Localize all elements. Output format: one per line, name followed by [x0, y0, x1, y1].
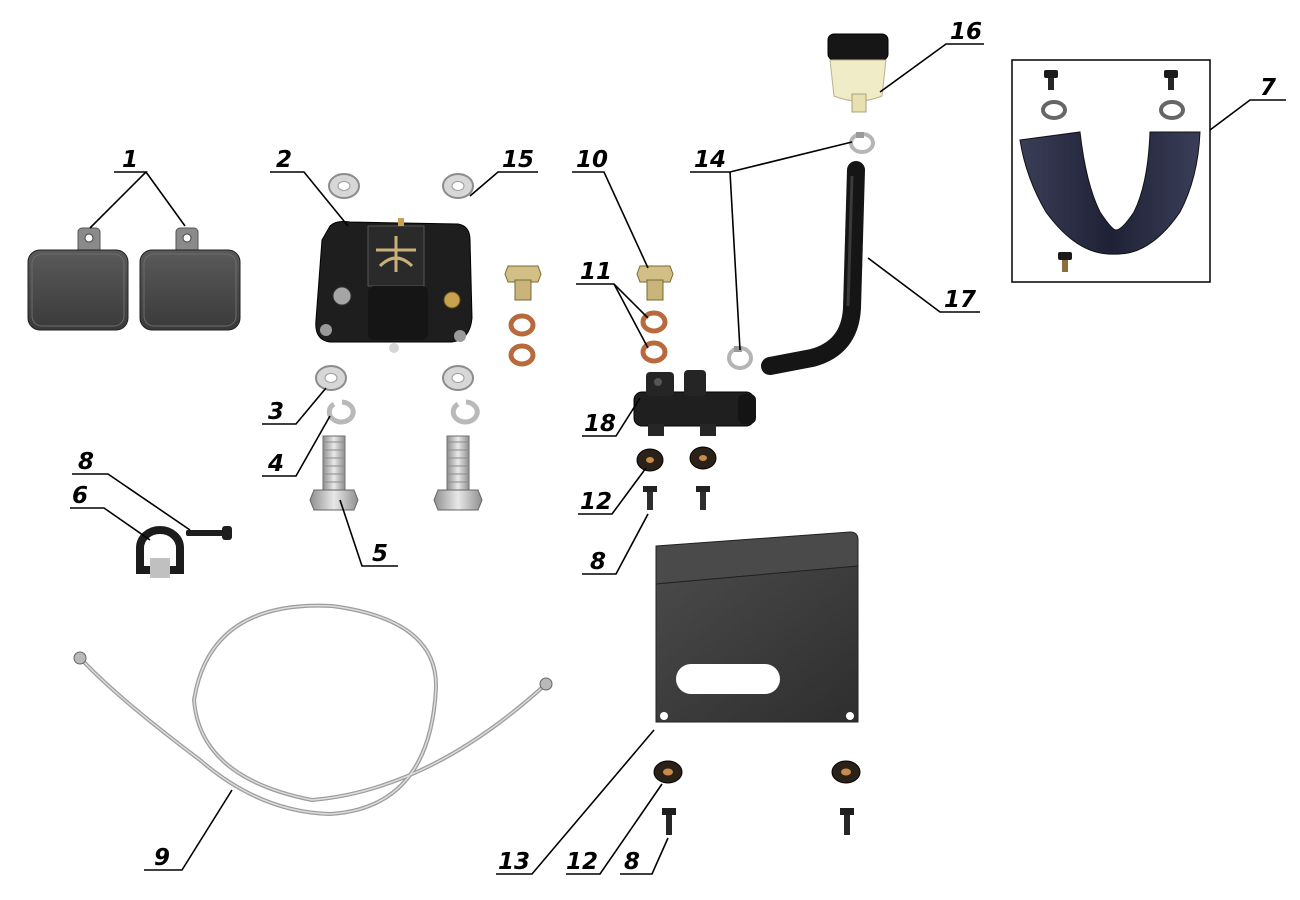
callout-16: 16 [950, 19, 982, 45]
caliper-bolt-left [309, 435, 359, 511]
guard-washer-right [1159, 100, 1185, 120]
screw-clamp [186, 526, 232, 540]
callout-12b: 12 [566, 849, 598, 875]
callout-8a: 8 [78, 449, 94, 475]
callout-numbers: 1 2 15 3 4 5 6 8 9 10 11 12 8 18 14 16 1… [72, 19, 1276, 875]
leader-8a [72, 473, 191, 531]
screw-plate-right [840, 808, 854, 835]
callout-11: 11 [580, 259, 612, 285]
leader-12b [566, 783, 663, 875]
callout-7: 7 [1260, 75, 1276, 101]
leader-14b [729, 171, 741, 351]
leader-15 [469, 171, 538, 197]
callout-5: 5 [372, 541, 388, 567]
leader-lines [70, 43, 1286, 875]
leader-1 [89, 171, 148, 229]
washer-bottom-right [442, 365, 474, 391]
screw-plate-left [662, 808, 676, 835]
leader-5 [339, 499, 398, 567]
callout-1: 1 [122, 147, 138, 173]
callout-4: 4 [267, 451, 284, 477]
leader-8b [582, 513, 649, 575]
leader-7 [1209, 99, 1286, 131]
leader-10 [572, 171, 649, 269]
callout-10: 10 [576, 147, 608, 173]
leader-11 [576, 283, 649, 319]
callout-15: 15 [502, 147, 534, 173]
guard-washer-left [1041, 100, 1067, 120]
callout-2: 2 [276, 147, 292, 173]
leader-3 [262, 387, 327, 425]
guard-bolt-left [1044, 70, 1058, 90]
callout-14: 14 [694, 147, 726, 173]
copper-washer-caliper-1 [508, 313, 536, 337]
braided-brake-line [73, 603, 553, 817]
leader-1b [145, 171, 186, 227]
callout-9: 9 [154, 845, 170, 871]
leader-18 [582, 397, 641, 437]
brake-pad-right [139, 227, 241, 331]
copper-washer-caliper-2 [508, 343, 536, 367]
master-cylinder [633, 370, 756, 436]
screw-mc-right [696, 486, 710, 510]
rubber-washer-mc-left [636, 448, 664, 472]
callout-12a: 12 [580, 489, 612, 515]
callout-17: 17 [944, 287, 976, 313]
callout-3: 3 [268, 399, 284, 425]
rubber-washer-plate-left [653, 760, 683, 784]
washer-bottom-left [315, 365, 347, 391]
reservoir-hose [761, 161, 865, 375]
fluid-reservoir [827, 33, 889, 113]
leader-4 [262, 415, 331, 477]
mounting-plate [655, 531, 859, 723]
leader-8c [620, 837, 669, 875]
washer-top-left [328, 173, 360, 199]
leader-16 [879, 43, 984, 93]
leader-17 [867, 257, 980, 313]
guard-bolt-bottom [1058, 252, 1072, 272]
hose-clamp-p [136, 526, 184, 578]
washer-top-right [442, 173, 474, 199]
banjo-bolt [636, 265, 674, 301]
rubber-washer-mc-right [689, 446, 717, 470]
caliper-bolt-right [433, 435, 483, 511]
leader-11b [613, 283, 649, 349]
leader-9 [144, 789, 233, 871]
copper-washer-1 [640, 310, 668, 334]
callout-8c: 8 [624, 849, 640, 875]
callout-8b: 8 [590, 549, 606, 575]
brake-caliper [315, 218, 473, 353]
leader-6 [70, 507, 151, 541]
copper-washer-2 [640, 340, 668, 364]
screw-mc-left [643, 486, 657, 510]
brake-pad-left [27, 227, 129, 331]
guard-bolt-right [1164, 70, 1178, 90]
leader-12a [578, 467, 647, 515]
banjo-bolt-caliper [504, 265, 542, 301]
leader-13 [496, 729, 655, 875]
callout-6: 6 [72, 483, 88, 509]
guard-bracket [1019, 131, 1201, 255]
callout-13: 13 [498, 849, 530, 875]
leader-2 [270, 171, 349, 227]
callout-18: 18 [584, 411, 616, 437]
rubber-washer-plate-right [831, 760, 861, 784]
split-ring-right [450, 399, 480, 425]
hose-clip-upper [849, 132, 875, 154]
split-ring-left [326, 399, 356, 425]
